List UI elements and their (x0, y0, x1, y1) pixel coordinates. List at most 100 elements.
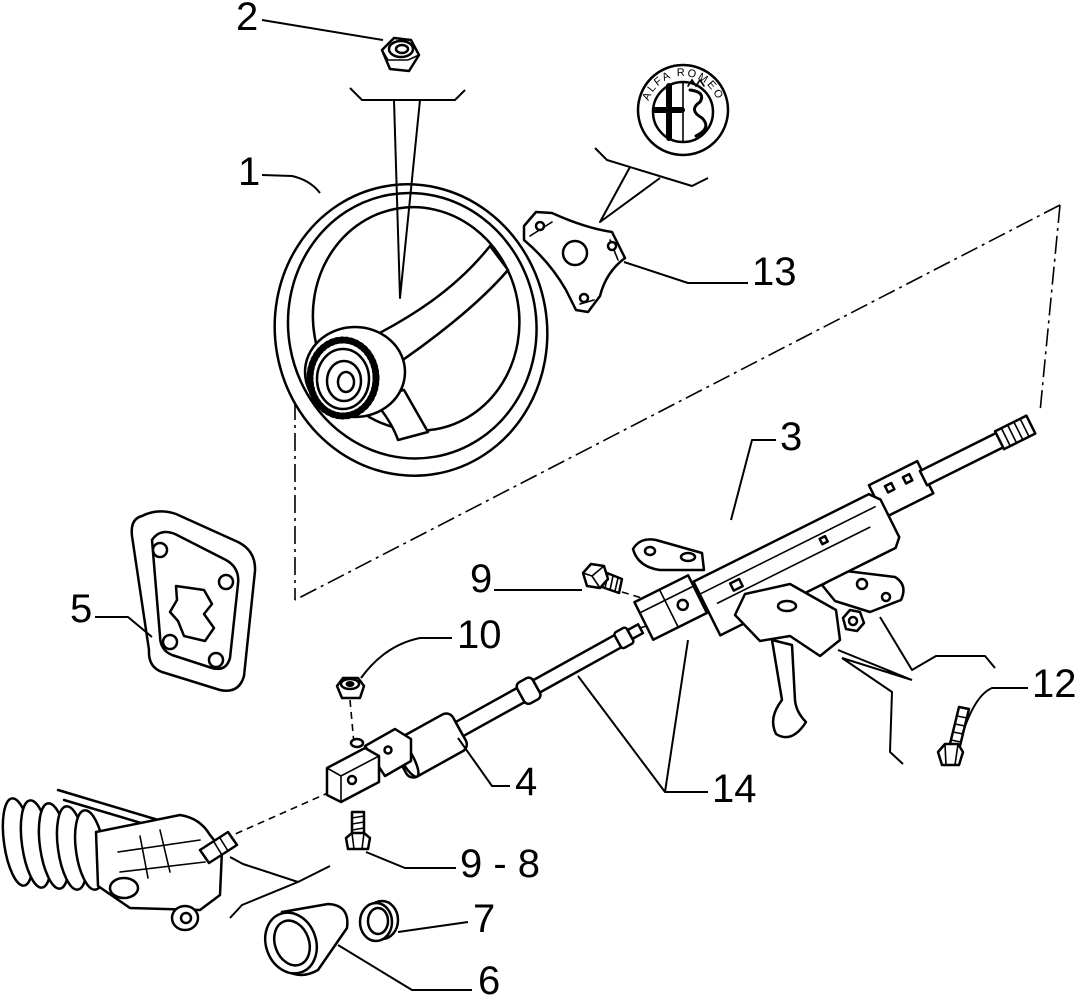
steering-column-part-3 (631, 414, 1037, 739)
bolt-part-12 (936, 705, 971, 767)
flange-hole (643, 545, 657, 557)
axis-line-wheel-to-column (294, 204, 1061, 601)
plate-13-lug-hole (578, 292, 590, 304)
plate-hole (151, 541, 169, 559)
column-side-bolt (841, 608, 866, 633)
callout-labels: 2 1 13 3 9 10 5 12 4 14 9 - 8 7 6 (70, 0, 1077, 1000)
callout-3: 3 (780, 415, 802, 459)
bracket-gear (229, 856, 331, 883)
column-shaft (918, 430, 1007, 487)
steering-wheel-part-1 (273, 183, 549, 477)
bracket-column-upper (879, 616, 996, 671)
axis-line-coupling-to-gear (214, 791, 331, 844)
bolt-part-9 (581, 562, 624, 595)
flange-hole (679, 551, 697, 563)
grouping-brackets (229, 87, 996, 919)
coupling-block-edge (326, 755, 380, 803)
leader-1 (261, 174, 321, 194)
plate-center-opening (168, 584, 216, 643)
shaft-4-rod-lower (454, 685, 528, 738)
bushing-part-7 (358, 899, 400, 943)
column-universal-joint (633, 574, 709, 641)
column-spline-grooves (1000, 417, 1030, 447)
callout-12: 12 (1032, 662, 1077, 706)
bracket-horn-plate (594, 147, 709, 187)
bracket-column-lower (841, 657, 904, 765)
nut-2-hole (394, 43, 410, 55)
nut-2-face-edge (381, 49, 420, 61)
bushing-7-bore (366, 906, 390, 936)
horn-contact-plate-part-13 (522, 210, 627, 314)
shaft-4-rod-upper (531, 632, 625, 694)
bolt-9-8-head-edge (351, 832, 365, 850)
plate-13-center-hole (561, 239, 589, 267)
shaft-4-spline-tip (626, 623, 645, 641)
pinion-splines (213, 837, 229, 856)
coupling-pin (349, 737, 365, 749)
intermediate-shaft-part-4 (325, 623, 645, 804)
bolt-12-hex-head (936, 742, 965, 767)
callout-9: 9 (470, 557, 492, 601)
callout-7: 7 (473, 897, 495, 941)
bolt-12-head-edge (944, 743, 959, 766)
coupling-bolt-hole (346, 774, 358, 786)
leader-14 (577, 639, 708, 793)
rack-housing-flange (108, 876, 140, 900)
steering-rack-assembly (1, 788, 239, 932)
logo-serpent (688, 88, 708, 138)
bracket-hole (776, 599, 798, 613)
logo-crown (687, 78, 705, 88)
callout-13: 13 (752, 250, 797, 294)
callout-14: 14 (712, 767, 757, 811)
plate-hole (161, 633, 179, 651)
callout-1: 1 (238, 150, 260, 194)
column-lower-bracket (733, 582, 842, 658)
plate-hole (207, 651, 225, 669)
bolt-part-9-8 (344, 810, 372, 851)
side-bolt-center (847, 615, 859, 627)
column-joint-bolt-hole (676, 598, 689, 612)
bolt-9-8-thread (351, 815, 365, 831)
column-housing-mark (818, 534, 829, 546)
wheel-rim-middle (286, 191, 538, 460)
bracket-gear-lower (229, 881, 299, 919)
leader-5 (95, 616, 153, 638)
bracket-wheel-pointer (393, 99, 421, 299)
alfa-romeo-logo: ALFA ROMEO (636, 63, 730, 157)
leader-6 (337, 944, 472, 991)
coupling-bolt-hole (383, 745, 393, 755)
callout-4: 4 (515, 760, 537, 804)
leader-12 (961, 687, 1028, 736)
column-joint-yoke-edge (638, 585, 695, 629)
bolt-9-8-hex-head (344, 831, 372, 851)
column-spline-end (993, 414, 1037, 451)
nut-10-hole (345, 681, 355, 687)
column-housing-ridge (698, 505, 876, 604)
nut-part-10 (335, 676, 366, 700)
shaft-4-body (391, 623, 645, 779)
bracket-horn-plate-pointer (599, 166, 661, 223)
callout-2: 2 (236, 0, 258, 39)
nut-part-2 (380, 36, 421, 73)
rack-housing-ribs (117, 829, 206, 879)
cover-plate-part-5 (130, 510, 257, 692)
column-right-flange (820, 569, 905, 614)
flange-hole (880, 591, 892, 603)
plate-13-lug-hole (606, 240, 618, 252)
wheel-hub-hole (336, 370, 356, 394)
callout-6: 6 (478, 959, 500, 1000)
plate-hole (217, 573, 235, 591)
rack-mount-bush-hole (179, 911, 193, 925)
bolt-12-thread (950, 715, 968, 743)
bracket-wheel (349, 87, 466, 101)
callout-9-8: 9 - 8 (460, 842, 540, 886)
boot-part-6 (263, 902, 349, 977)
bolt-9-hex-head (581, 562, 610, 590)
leader-2 (261, 19, 384, 41)
column-housing-mark (728, 577, 744, 592)
wheel-spoke-upper (364, 244, 510, 372)
boot-6-opening-inner (272, 919, 312, 967)
axis-line-nut-10 (349, 699, 355, 745)
column-tube-hole (901, 472, 914, 485)
